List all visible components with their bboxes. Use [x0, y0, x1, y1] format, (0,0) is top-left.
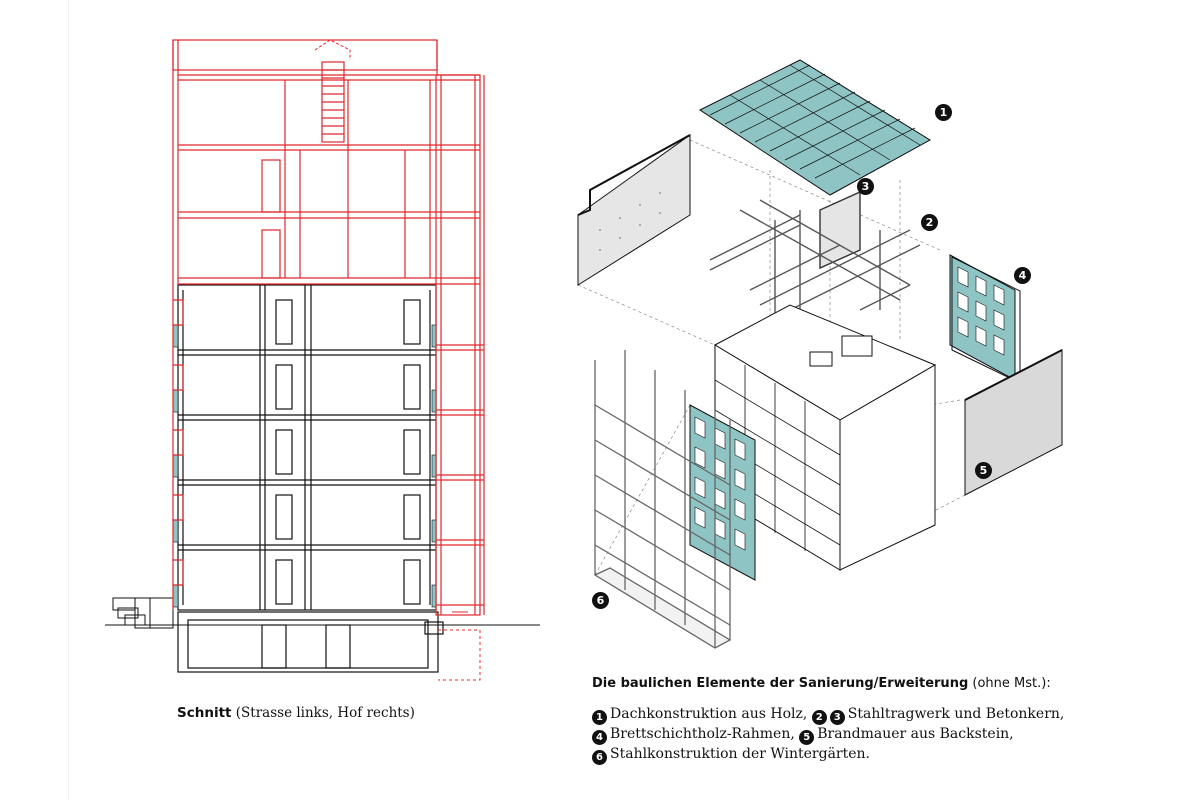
legend-text-1: Dachkonstruktion aus Holz,	[610, 706, 808, 722]
legend-num-1: 1	[592, 710, 607, 725]
roof-timber-grid	[698, 59, 931, 196]
badge-3: 3	[857, 178, 874, 195]
legend-title: Die baulichen Elemente der Sanierung/Erw…	[592, 676, 1051, 691]
badge-5: 5	[975, 462, 992, 479]
legend-num-5: 5	[799, 730, 815, 745]
legend-title-bold: Die baulichen Elemente der Sanierung/Erw…	[592, 676, 969, 691]
section-caption-rest: (Strasse links, Hof rechts)	[231, 705, 415, 721]
badge-6: 6	[592, 592, 609, 609]
street-stairs	[112, 597, 174, 629]
legend-num-2: 2	[811, 710, 827, 725]
legend-text-5: Brandmauer aus Backstein,	[817, 726, 1014, 742]
legend-num-3: 3	[829, 710, 845, 725]
section-caption-bold: Schnitt	[177, 705, 232, 721]
legend-text-6: Stahlkonstruktion der Wintergärten.	[610, 746, 870, 762]
legend-text-4: Brettschichtholz-Rahmen,	[610, 726, 795, 742]
existing-floors	[177, 284, 437, 611]
badge-2: 2	[921, 214, 938, 231]
steel-frame	[709, 190, 921, 330]
new-work-red	[172, 39, 485, 616]
legend-title-rest: (ohne Mst.):	[968, 676, 1051, 691]
badge-1: 1	[935, 104, 952, 121]
legend-num-4: 4	[592, 730, 607, 745]
section-caption: Schnitt (Strasse links, Hof rechts)	[177, 705, 415, 721]
badge-4: 4	[1014, 267, 1031, 284]
legend-num-6: 6	[592, 750, 607, 765]
steel-winter-garden	[593, 350, 732, 649]
legend-text-3: Stahltragwerk und Betonkern,	[847, 706, 1065, 722]
basement	[177, 611, 444, 673]
